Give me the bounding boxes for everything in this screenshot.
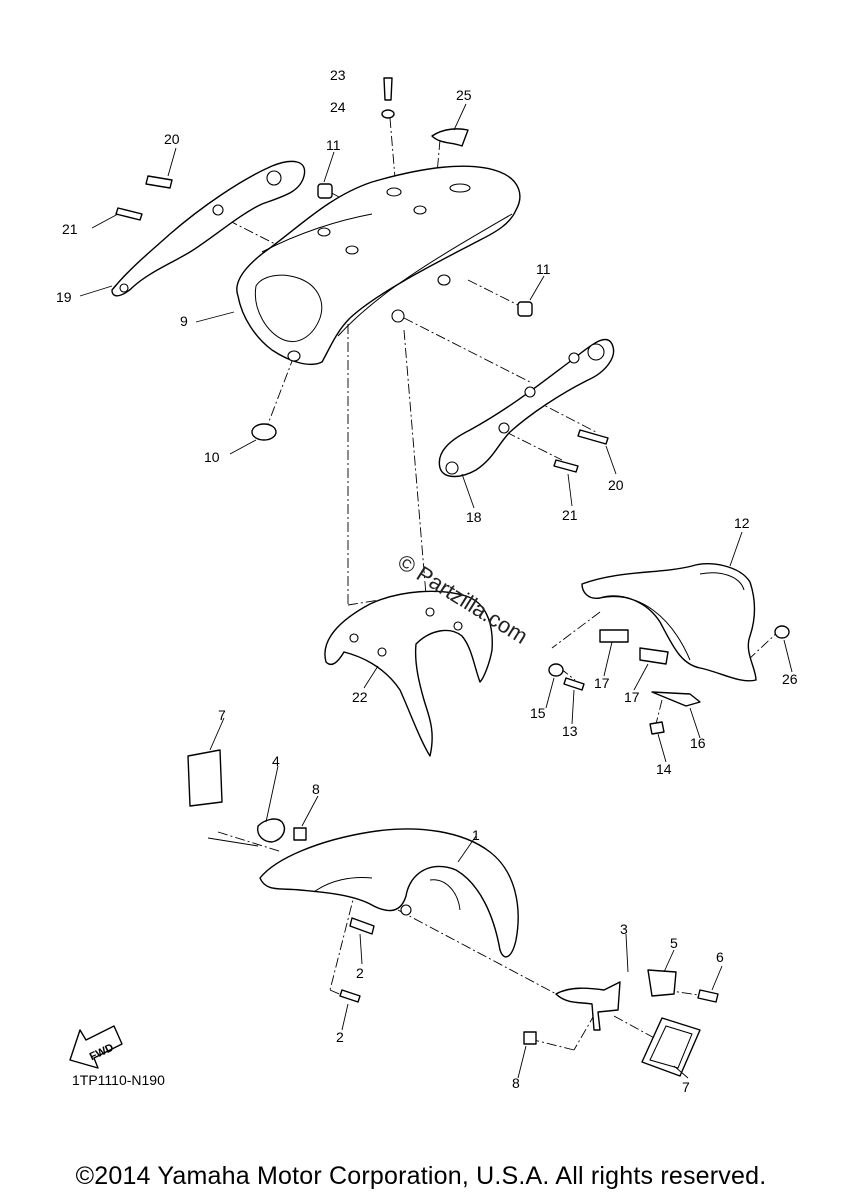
bolt-2-lower [339,989,361,1003]
callout-2-lower: 2 [336,1029,344,1045]
nut-8-bottom [523,1031,537,1045]
callout-15: 15 [530,705,546,721]
nut-17a [599,629,629,643]
bolt-2-upper [349,917,375,935]
callout-11-top: 11 [326,137,341,153]
clamp-16 [651,691,701,707]
callout-8-top: 8 [312,781,320,797]
bolt-6 [697,989,719,1003]
callout-14: 14 [656,761,672,777]
nut-17b [639,647,669,665]
callout-5: 5 [670,935,678,951]
callout-4: 4 [272,753,280,769]
washer-24 [381,109,395,119]
brackets-and-reflectors [187,749,701,1077]
bolt-21-left [115,207,143,221]
callout-17a: 17 [594,675,610,691]
inner-rear-fender [581,563,757,682]
grommet-11-right [517,301,533,317]
copyright-notice: ©2014 Yamaha Motor Corporation, U.S.A. A… [75,1162,767,1190]
callout-16: 16 [690,735,706,751]
callout-23: 23 [330,67,346,83]
plate-25 [431,128,469,147]
callout-7-top: 7 [218,707,226,723]
grommet-11-top [317,183,333,199]
bolt-21-right [553,459,579,473]
callout-22: 22 [352,689,368,705]
callout-10: 10 [204,449,220,465]
nut-26 [774,625,790,639]
front-fender [259,828,519,958]
callout-26: 26 [782,671,798,687]
right-grab-rail [438,338,615,478]
callout-8-bottom: 8 [512,1075,520,1091]
rear-reflector-7 [641,1017,701,1077]
callout-20-left: 20 [164,131,180,147]
callout-9: 9 [180,313,188,329]
callout-11-right: 11 [536,261,551,277]
washer-15 [548,663,564,677]
callout-17b: 17 [624,689,640,705]
callout-24: 24 [330,99,346,115]
fwd-arrow-icon: FWD [69,1025,123,1069]
nut-14 [649,721,665,735]
callout-labels: 20 21 19 9 10 11 11 23 24 25 18 20 21 12… [56,67,798,1095]
callout-13: 13 [562,723,578,739]
bolt-13 [563,677,585,691]
callout-2-upper: 2 [356,965,364,981]
callout-21-right: 21 [562,507,578,523]
callout-25: 25 [456,87,472,103]
hardware [115,77,790,1045]
callout-6: 6 [716,949,724,965]
reflector-bracket-4 [257,818,286,843]
rear-fender [236,165,521,366]
nut-8-top [293,827,307,841]
fender-stay [324,590,493,757]
diagram-code: 1TP1110-N190 [72,1072,165,1088]
reflector-bracket-3 [555,981,621,1031]
bolt-20-right [577,429,609,445]
grommet-10 [251,423,277,441]
leader-lines [79,103,793,1079]
bolt-23 [383,77,393,101]
callout-21-left: 21 [62,221,78,237]
callout-1: 1 [472,827,480,843]
left-grab-rail [111,160,306,297]
front-reflector-7 [187,749,223,807]
callout-3: 3 [620,921,628,937]
callout-7-bottom: 7 [682,1079,690,1095]
reflector-bracket-5 [647,969,677,997]
callout-20-right: 20 [608,477,624,493]
bolt-20-left [145,175,173,189]
callout-12: 12 [734,515,750,531]
callout-19: 19 [56,289,72,305]
callout-18: 18 [466,509,482,525]
